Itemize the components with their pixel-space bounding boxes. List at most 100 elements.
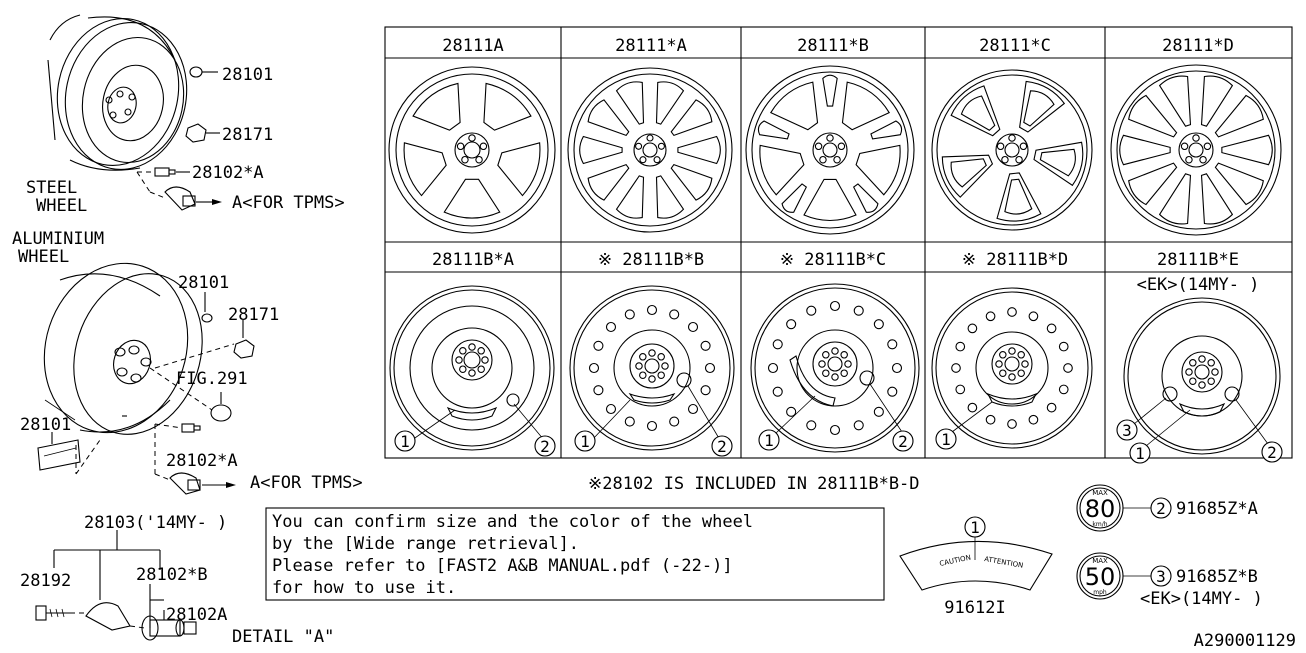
- speed-50-max: MAX: [1092, 557, 1108, 565]
- lug-hole: [1028, 414, 1039, 425]
- callout-1-wheel-b-c: 1: [764, 431, 774, 450]
- label-28101-steel: 28101: [222, 65, 273, 85]
- spoke-notch: [822, 74, 838, 107]
- lug-hole: [1198, 381, 1206, 389]
- lug-hole: [1001, 155, 1009, 164]
- lug-hole: [887, 386, 898, 397]
- speed-80-value: 80: [1085, 495, 1116, 523]
- spoke-window: [769, 81, 819, 131]
- lug-hole: [639, 371, 647, 379]
- lug-hole: [806, 420, 817, 431]
- lug-hole: [687, 321, 699, 333]
- label-28102a-detail: 28102A: [166, 605, 227, 625]
- lug-hole: [700, 385, 711, 396]
- spoke-window: [950, 85, 1001, 137]
- valve-cap-icon: [189, 66, 218, 78]
- header-28111a: 28111A: [442, 36, 503, 56]
- lug-hole: [648, 349, 656, 357]
- lug-hole: [955, 384, 966, 395]
- label-91685z-b: 91685Z*B: [1176, 567, 1258, 587]
- lug-nut-icon: [185, 123, 220, 143]
- lug-hole: [833, 155, 841, 164]
- spoke-window: [1158, 173, 1192, 225]
- spoke-window: [1200, 173, 1234, 225]
- info-box: [265, 507, 885, 601]
- lug-hole: [818, 360, 826, 368]
- info-line-3: Please refer to [FAST2 A&B MANUAL.pdf (-…: [272, 556, 733, 576]
- alloy-wheel-28111-star-c: [931, 69, 1093, 231]
- spoke-window: [483, 82, 532, 131]
- lug-hole: [624, 416, 635, 427]
- grid-callouts: 1 2 1 2 1 2 1 3 1 2: [394, 383, 1283, 464]
- header-28111-star-d: 28111*D: [1162, 36, 1234, 56]
- steel-wheel-28111b-star-a: [389, 285, 555, 451]
- lug-hole: [588, 362, 600, 374]
- spoke-window: [1221, 134, 1273, 166]
- lug-hole: [1021, 360, 1029, 368]
- label-28103: 28103('14MY- ): [84, 513, 227, 533]
- lug-hole: [593, 340, 604, 351]
- lug-hole: [461, 155, 469, 164]
- lug-hole: [814, 142, 823, 151]
- lug-hole: [479, 142, 488, 151]
- spoke-window: [1033, 141, 1084, 187]
- lug-hole: [1189, 359, 1197, 367]
- caution-text-left: CAUTION: [939, 554, 972, 568]
- spoke-window: [803, 178, 857, 222]
- lug-hole: [455, 356, 463, 364]
- lug-hole: [1185, 155, 1193, 164]
- callout-2-wheel-b-e: 2: [1267, 443, 1277, 462]
- lug-hole: [829, 300, 841, 312]
- lug-hole: [967, 402, 978, 413]
- speed-80-max: MAX: [1092, 489, 1108, 497]
- lug-hole: [661, 362, 669, 370]
- lug-hole: [468, 369, 476, 377]
- lug-hole: [1207, 377, 1215, 385]
- lug-hole: [1063, 363, 1073, 373]
- lug-hole: [635, 142, 643, 150]
- lug-hole: [806, 305, 817, 316]
- spoke-window: [587, 99, 630, 137]
- lug-hole: [772, 386, 783, 397]
- lug-hole: [477, 365, 485, 373]
- callout-2-wheel-b-c: 2: [898, 432, 908, 451]
- spoke-window: [855, 144, 901, 196]
- lug-hole: [996, 142, 1005, 151]
- lug-hole: [605, 321, 617, 333]
- spoke-window: [615, 81, 645, 125]
- spoke-window-inner: [1004, 178, 1033, 215]
- footnote: ※28102 IS INCLUDED IN 28111B*B-D: [588, 474, 920, 494]
- lug-hole: [873, 406, 884, 417]
- lug-hole: [593, 385, 604, 396]
- lug-hole: [1007, 307, 1017, 317]
- info-line-4: for how to use it.: [272, 578, 456, 598]
- lug-hole: [1046, 323, 1057, 334]
- lug-hole: [1192, 134, 1200, 142]
- speed-label-80: [1076, 484, 1172, 532]
- alloy-wheel-28111-star-b: [745, 65, 915, 235]
- steel-wheel-28111b-star-c: [750, 283, 920, 453]
- spoke-window-inner: [950, 158, 987, 188]
- spoke-window: [615, 175, 645, 219]
- lug-nut-icon-alu: [154, 320, 255, 369]
- lug-hole: [646, 420, 658, 432]
- steel-wheel-28111b-star-e: [1123, 297, 1281, 455]
- aluminium-wheel-title-line1: ALUMINIUM: [12, 229, 104, 249]
- label-28102a-steel: 28102*A: [192, 163, 264, 183]
- spoke-window: [412, 82, 461, 131]
- info-line-1: You can confirm size and the color of th…: [272, 512, 753, 532]
- lug-hole: [844, 360, 852, 368]
- lug-hole: [985, 311, 996, 322]
- spoke-window: [655, 175, 685, 219]
- steel-wheel-28111b-star-b: [569, 285, 735, 451]
- lug-hole: [605, 403, 617, 415]
- spoke-window: [403, 142, 447, 197]
- tpms-sensor-icon: [149, 186, 222, 211]
- lug-hole: [624, 309, 635, 320]
- speed-label-50: [1076, 552, 1172, 600]
- spoke-window: [655, 81, 685, 125]
- label-28101-alu: 28101: [178, 273, 229, 293]
- label-28192: 28192: [20, 571, 71, 591]
- spoke-window-inner: [960, 95, 996, 131]
- spoke-notch: [870, 120, 903, 140]
